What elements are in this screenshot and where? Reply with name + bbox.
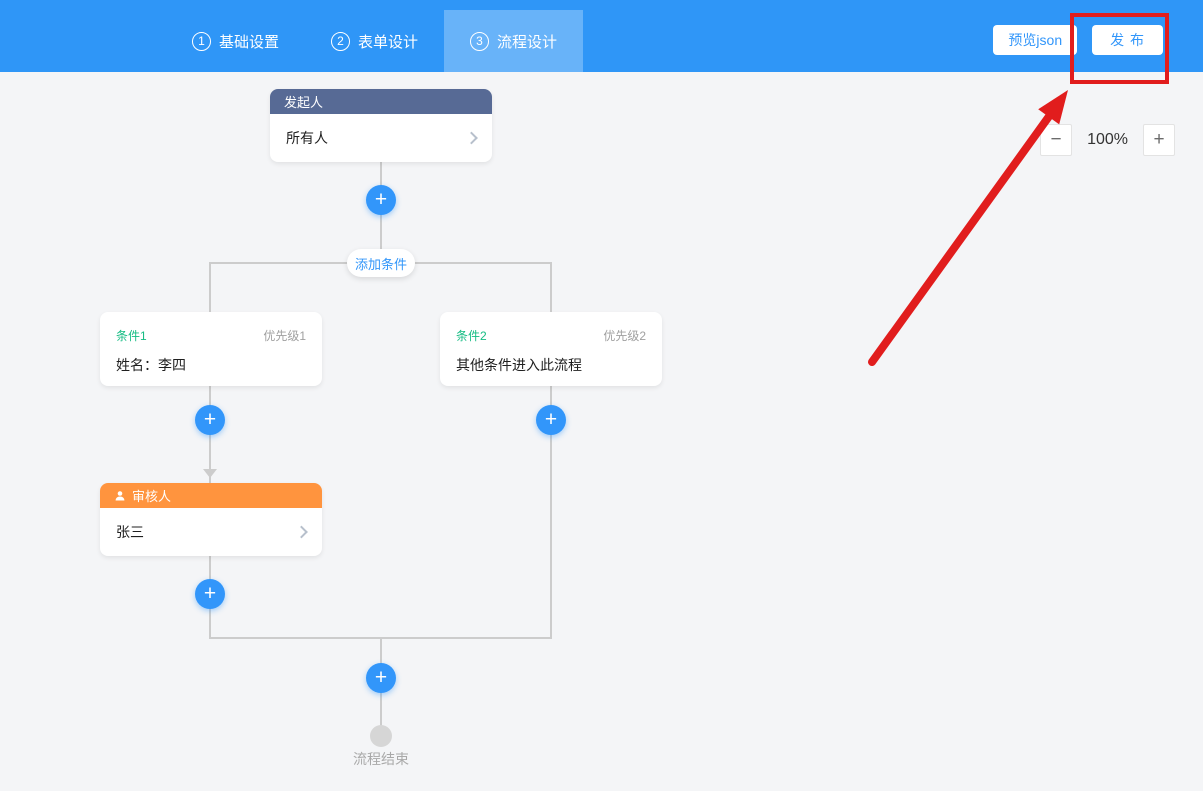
connector-line — [209, 263, 211, 312]
publish-button[interactable]: 发 布 — [1092, 25, 1163, 55]
tab-basic-settings-label: 基础设置 — [218, 33, 279, 51]
approver-node-body[interactable]: 张三 — [100, 508, 322, 556]
tab-flow-design-label: 流程设计 — [496, 33, 557, 51]
header-actions: 预览json 发 布 — [993, 25, 1163, 55]
start-node-body[interactable]: 所有人 — [270, 114, 492, 162]
condition-2-priority: 优先级2 — [603, 329, 646, 343]
condition-2-header: 条件2 优先级2 — [440, 312, 662, 344]
flow-end-circle — [370, 725, 392, 747]
add-node-button[interactable]: + — [195, 405, 225, 435]
condition-1-title: 条件1 — [116, 329, 147, 343]
zoom-controls: − 100% + — [1040, 124, 1175, 156]
approver-node-value: 张三 — [116, 524, 144, 540]
chevron-right-icon — [295, 525, 308, 539]
chevron-right-icon — [465, 131, 478, 145]
top-header-bar: 1 基础设置 2 表单设计 3 流程设计 预览json 发 布 — [0, 0, 1203, 72]
approver-node-header: 审核人 — [100, 483, 322, 508]
flow-end-label: 流程结束 — [353, 751, 409, 767]
branch-merge-line — [209, 637, 552, 639]
add-condition-button[interactable]: 添加条件 — [347, 249, 415, 277]
condition-2-title: 条件2 — [456, 329, 487, 343]
preview-json-button[interactable]: 预览json — [993, 25, 1078, 55]
add-node-button[interactable]: + — [536, 405, 566, 435]
start-node-card[interactable]: 发起人 所有人 — [270, 89, 492, 162]
arrow-down-icon — [203, 469, 217, 478]
add-node-button[interactable]: + — [366, 663, 396, 693]
tab-form-design-label: 表单设计 — [357, 33, 418, 51]
approver-node-card[interactable]: 审核人 张三 — [100, 483, 322, 556]
step-number-badge: 2 — [330, 31, 350, 51]
condition-2-value: 其他条件进入此流程 — [456, 357, 582, 373]
add-node-button[interactable]: + — [366, 185, 396, 215]
start-node-title: 发起人 — [284, 95, 324, 110]
connector-line — [550, 386, 552, 639]
add-node-button[interactable]: + — [195, 579, 225, 609]
step-number-badge: 1 — [191, 31, 211, 51]
zoom-in-button[interactable]: + — [1143, 124, 1175, 156]
start-node-value: 所有人 — [286, 130, 328, 146]
approver-node-title: 审核人 — [132, 489, 172, 504]
tab-basic-settings[interactable]: 1 基础设置 — [166, 10, 305, 72]
tab-form-design[interactable]: 2 表单设计 — [305, 10, 444, 72]
start-node-header: 发起人 — [270, 89, 492, 114]
step-number-badge: 3 — [469, 31, 489, 51]
zoom-level: 100% — [1087, 131, 1128, 148]
condition-1-value: 姓名：李四 — [116, 357, 186, 373]
user-icon — [114, 490, 126, 502]
step-tabs: 1 基础设置 2 表单设计 3 流程设计 — [166, 10, 583, 72]
condition-2-card[interactable]: 条件2 优先级2 其他条件进入此流程 — [440, 312, 662, 386]
zoom-out-button[interactable]: − — [1040, 124, 1073, 156]
condition-1-priority: 优先级1 — [263, 329, 306, 343]
condition-1-header: 条件1 优先级1 — [100, 312, 322, 344]
connector-line — [550, 263, 552, 312]
tab-flow-design[interactable]: 3 流程设计 — [444, 10, 583, 72]
condition-1-card[interactable]: 条件1 优先级1 姓名：李四 — [100, 312, 322, 386]
